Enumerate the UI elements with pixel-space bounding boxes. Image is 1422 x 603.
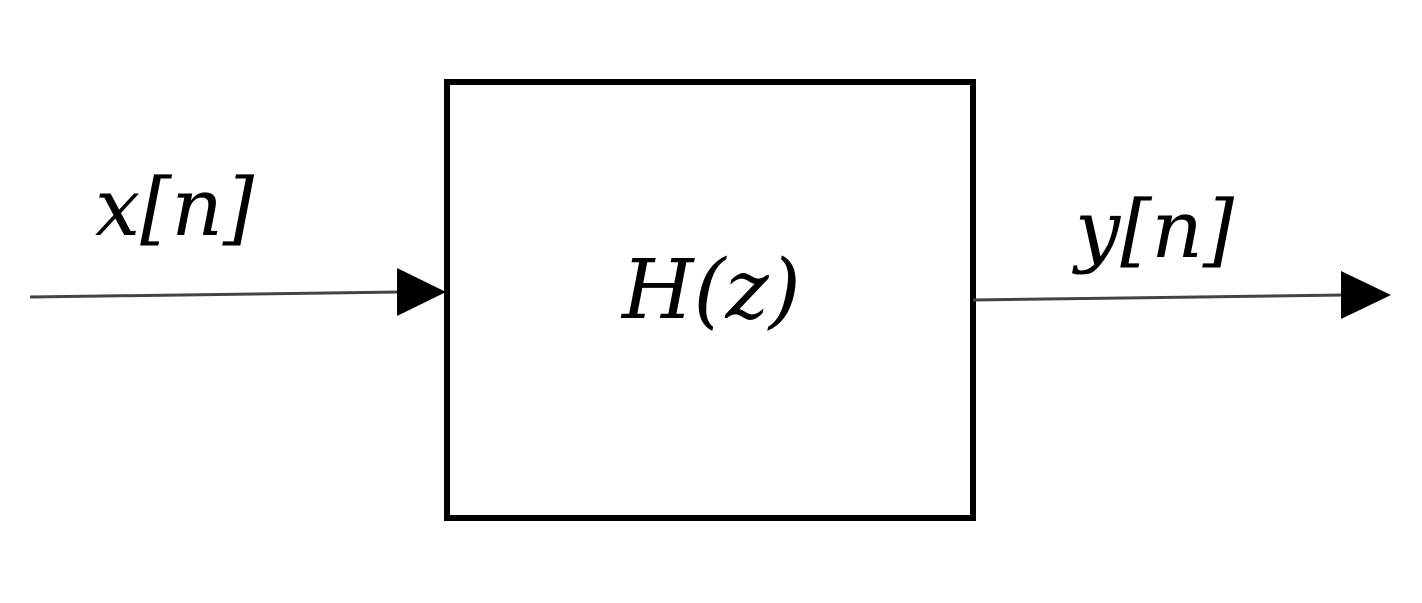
output-arrowhead (1341, 271, 1391, 319)
output-line (972, 293, 1346, 302)
input-arrowhead (397, 268, 446, 316)
output-signal-label: y[n] (1075, 183, 1235, 276)
input-line (29, 290, 401, 299)
input-signal-label: x[n] (95, 161, 255, 254)
transfer-function-label: H(z) (622, 243, 801, 338)
